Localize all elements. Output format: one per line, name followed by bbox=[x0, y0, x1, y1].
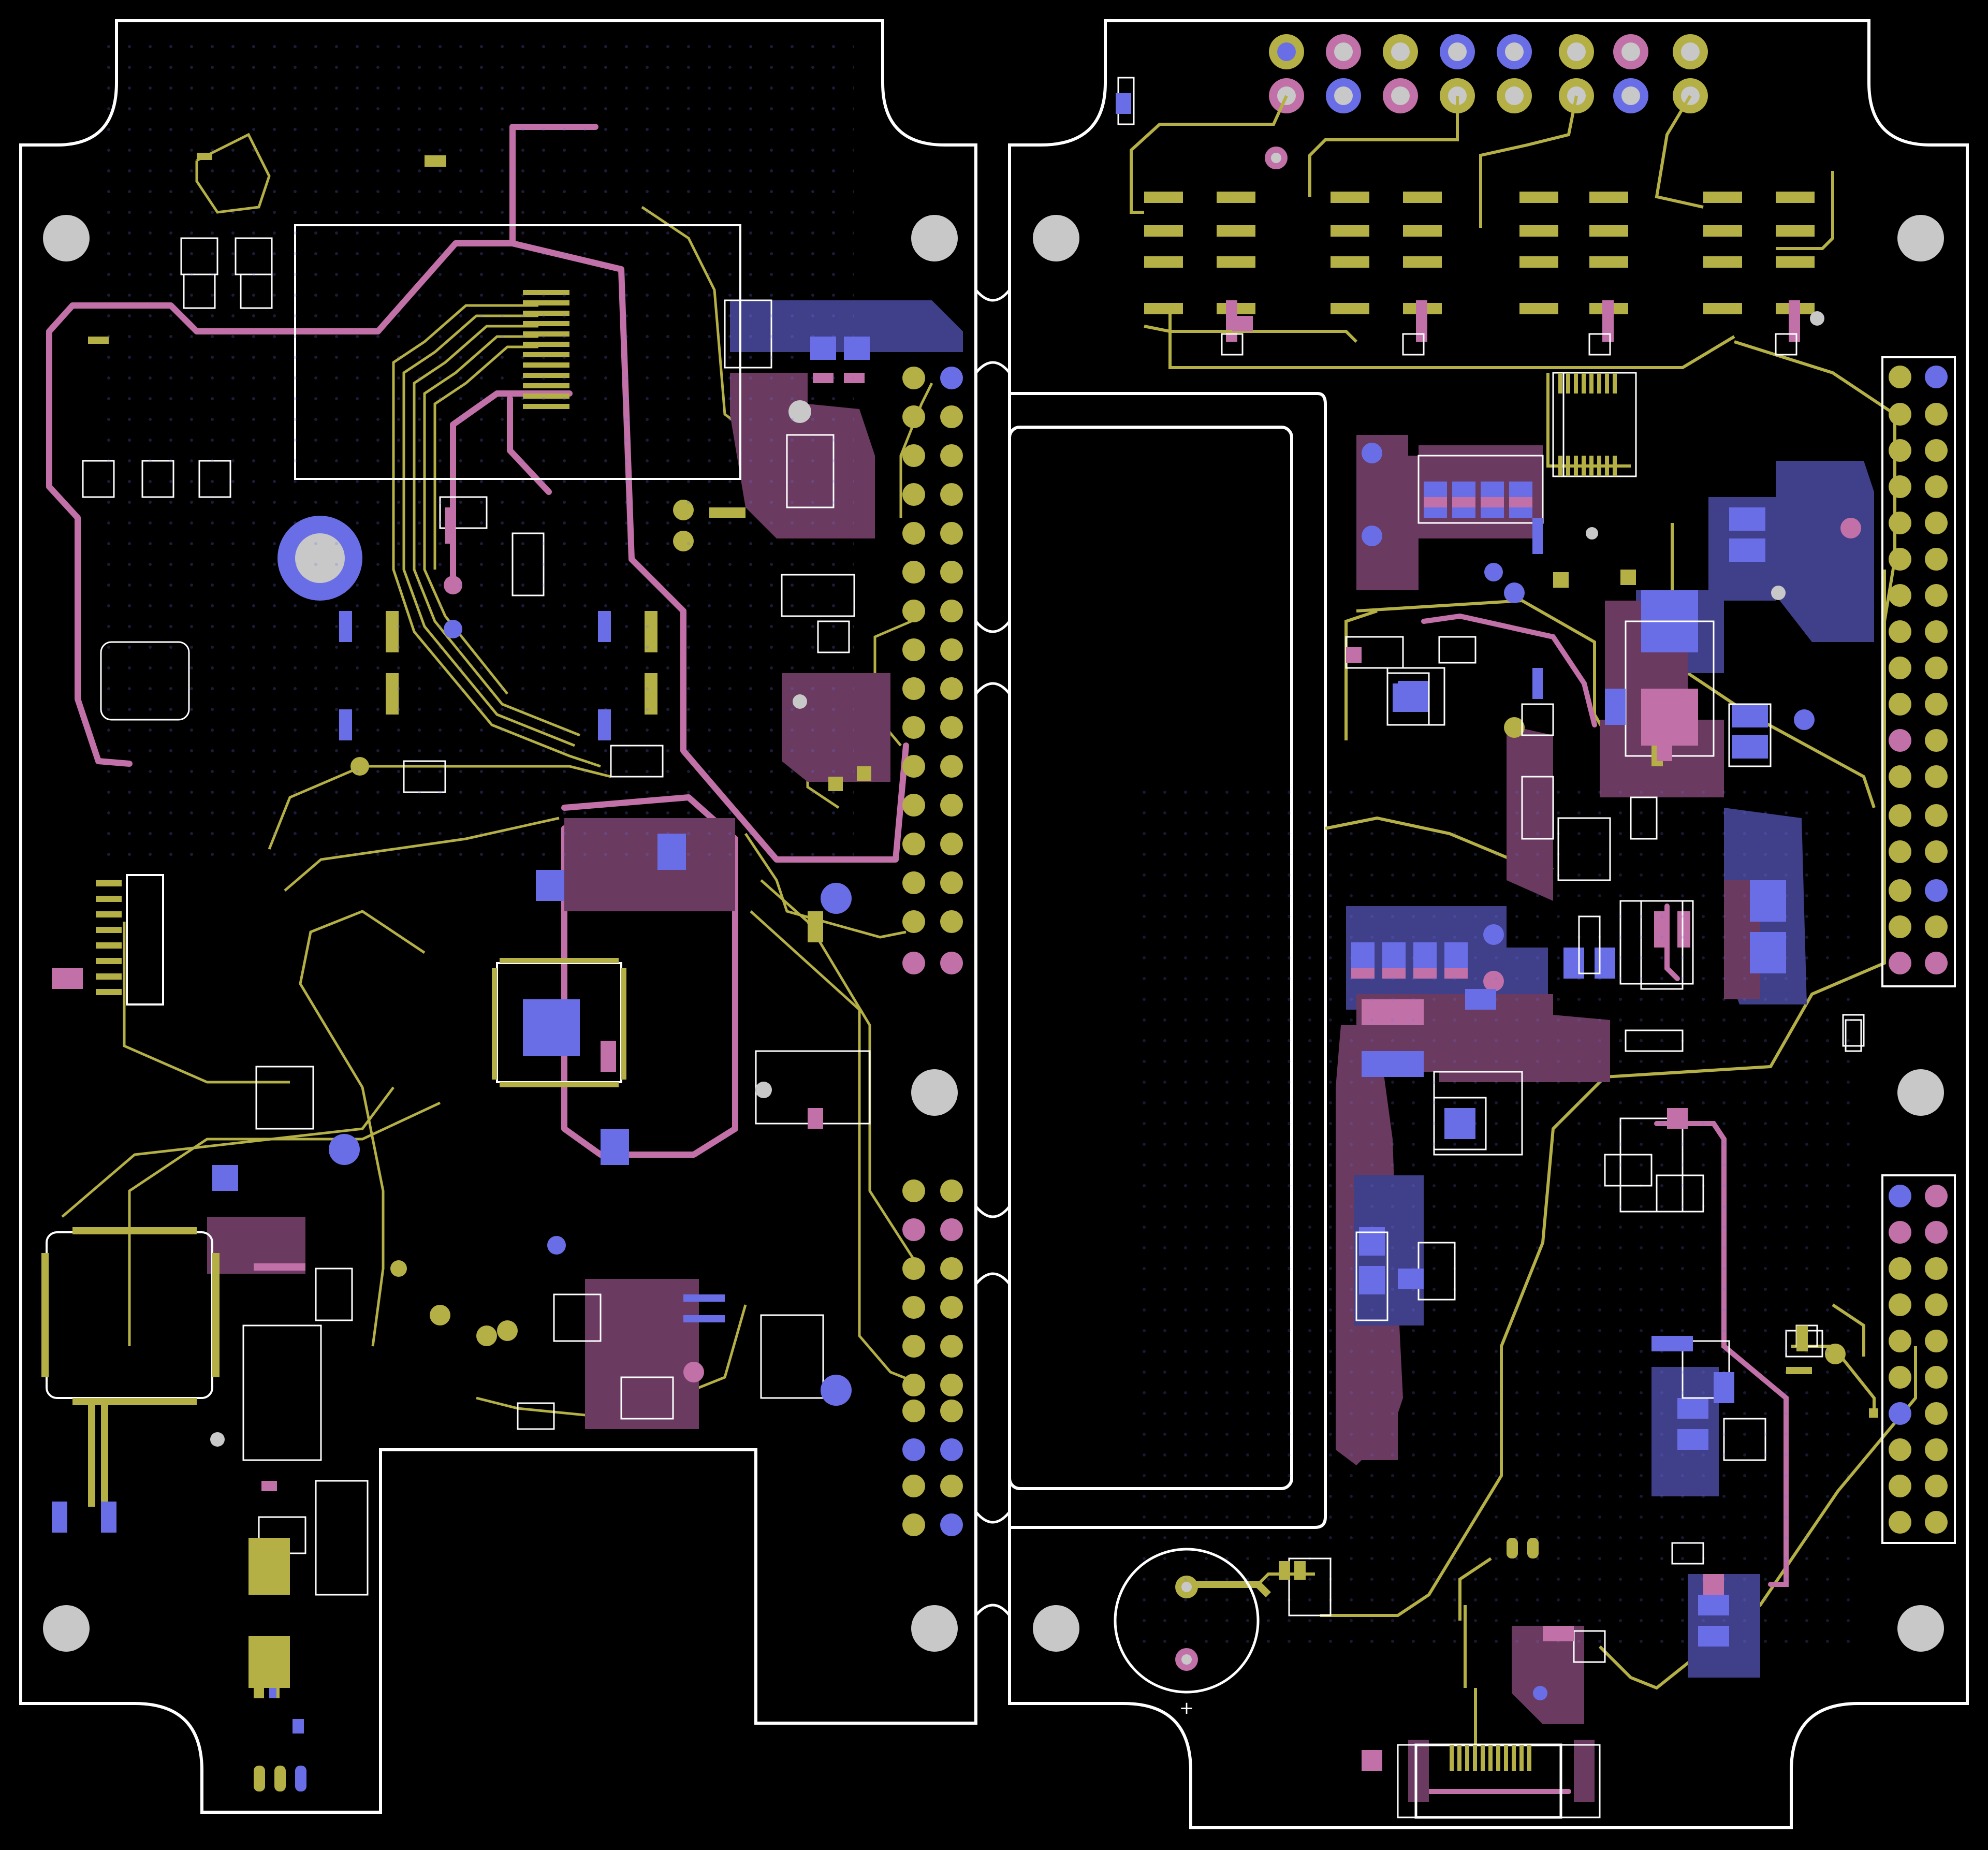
right-board-outline bbox=[1008, 19, 1969, 1829]
mounting-hole bbox=[911, 215, 958, 261]
mounting-hole bbox=[1897, 1069, 1944, 1116]
mounting-hole bbox=[1033, 215, 1079, 261]
mounting-holes bbox=[43, 215, 1944, 1652]
battery-polarity-label: + bbox=[1179, 1698, 1194, 1718]
mounting-hole bbox=[911, 1069, 958, 1116]
driver-pad-array bbox=[1144, 192, 1815, 314]
top-pin-row-right bbox=[1269, 34, 1708, 113]
left-edge-connector bbox=[96, 874, 164, 1006]
mounting-hole bbox=[43, 1605, 90, 1652]
mounting-hole bbox=[43, 215, 90, 261]
right-pin-header-lower bbox=[1881, 1174, 1956, 1544]
passive-components-right bbox=[1116, 93, 1878, 1663]
mounting-hole bbox=[1897, 1605, 1944, 1652]
mounting-hole bbox=[1897, 215, 1944, 261]
left-board-outline bbox=[19, 19, 977, 1814]
via-field-right bbox=[1139, 777, 1864, 1657]
breakaway-tabs bbox=[975, 289, 1011, 1616]
via-field-left bbox=[104, 31, 854, 860]
left-pin-header-lower bbox=[902, 1179, 963, 1536]
mounting-hole bbox=[911, 1605, 958, 1652]
right-pin-header-upper bbox=[1881, 356, 1956, 987]
left-pin-header-upper bbox=[902, 367, 963, 974]
mounting-hole bbox=[1033, 1605, 1079, 1652]
mcu-qfp bbox=[492, 958, 626, 1087]
bottom-connector-left bbox=[248, 1538, 306, 1791]
